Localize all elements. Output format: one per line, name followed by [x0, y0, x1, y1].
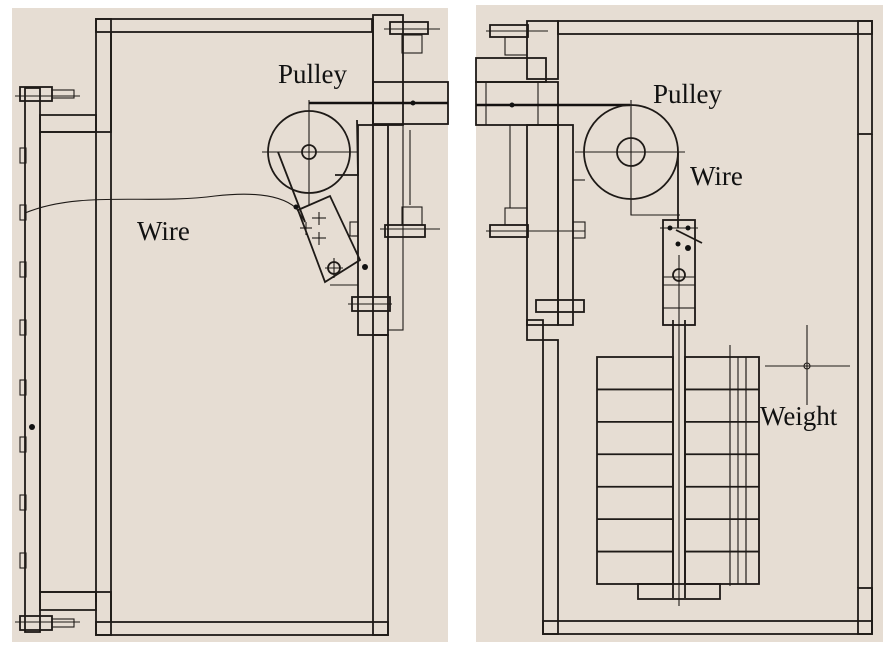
- right-pulley-label: Pulley: [653, 79, 723, 109]
- left-wire-label: Wire: [137, 216, 190, 246]
- weight-stack-left: [596, 356, 674, 585]
- left-pulley: [262, 100, 373, 205]
- weight-stack: [596, 345, 760, 600]
- bolt-bottom-left: [15, 615, 80, 631]
- right-wire-clamp: [660, 219, 703, 326]
- bolt-top-left: [15, 86, 80, 102]
- left-mechanism-column: [348, 14, 449, 336]
- right-shaft-assembly: [475, 24, 630, 313]
- left-flange-plate: [24, 87, 97, 633]
- left-panel: Pulley Wire: [12, 8, 449, 642]
- weight-base-plate: [637, 583, 721, 600]
- left-panel-background-lower: [12, 320, 448, 642]
- center-mark: [765, 325, 850, 405]
- flange-studs: [19, 147, 35, 569]
- left-wire: [24, 151, 306, 223]
- right-weight-label: Weight: [760, 401, 838, 431]
- right-panel: Pulley Wire Weight: [475, 5, 883, 642]
- left-pulley-label: Pulley: [278, 59, 348, 89]
- right-wire-label: Wire: [690, 161, 743, 191]
- left-panel-background: [12, 8, 448, 322]
- right-pulley: [573, 100, 685, 216]
- right-housing: [526, 20, 873, 635]
- left-wire-clamp: [296, 194, 362, 286]
